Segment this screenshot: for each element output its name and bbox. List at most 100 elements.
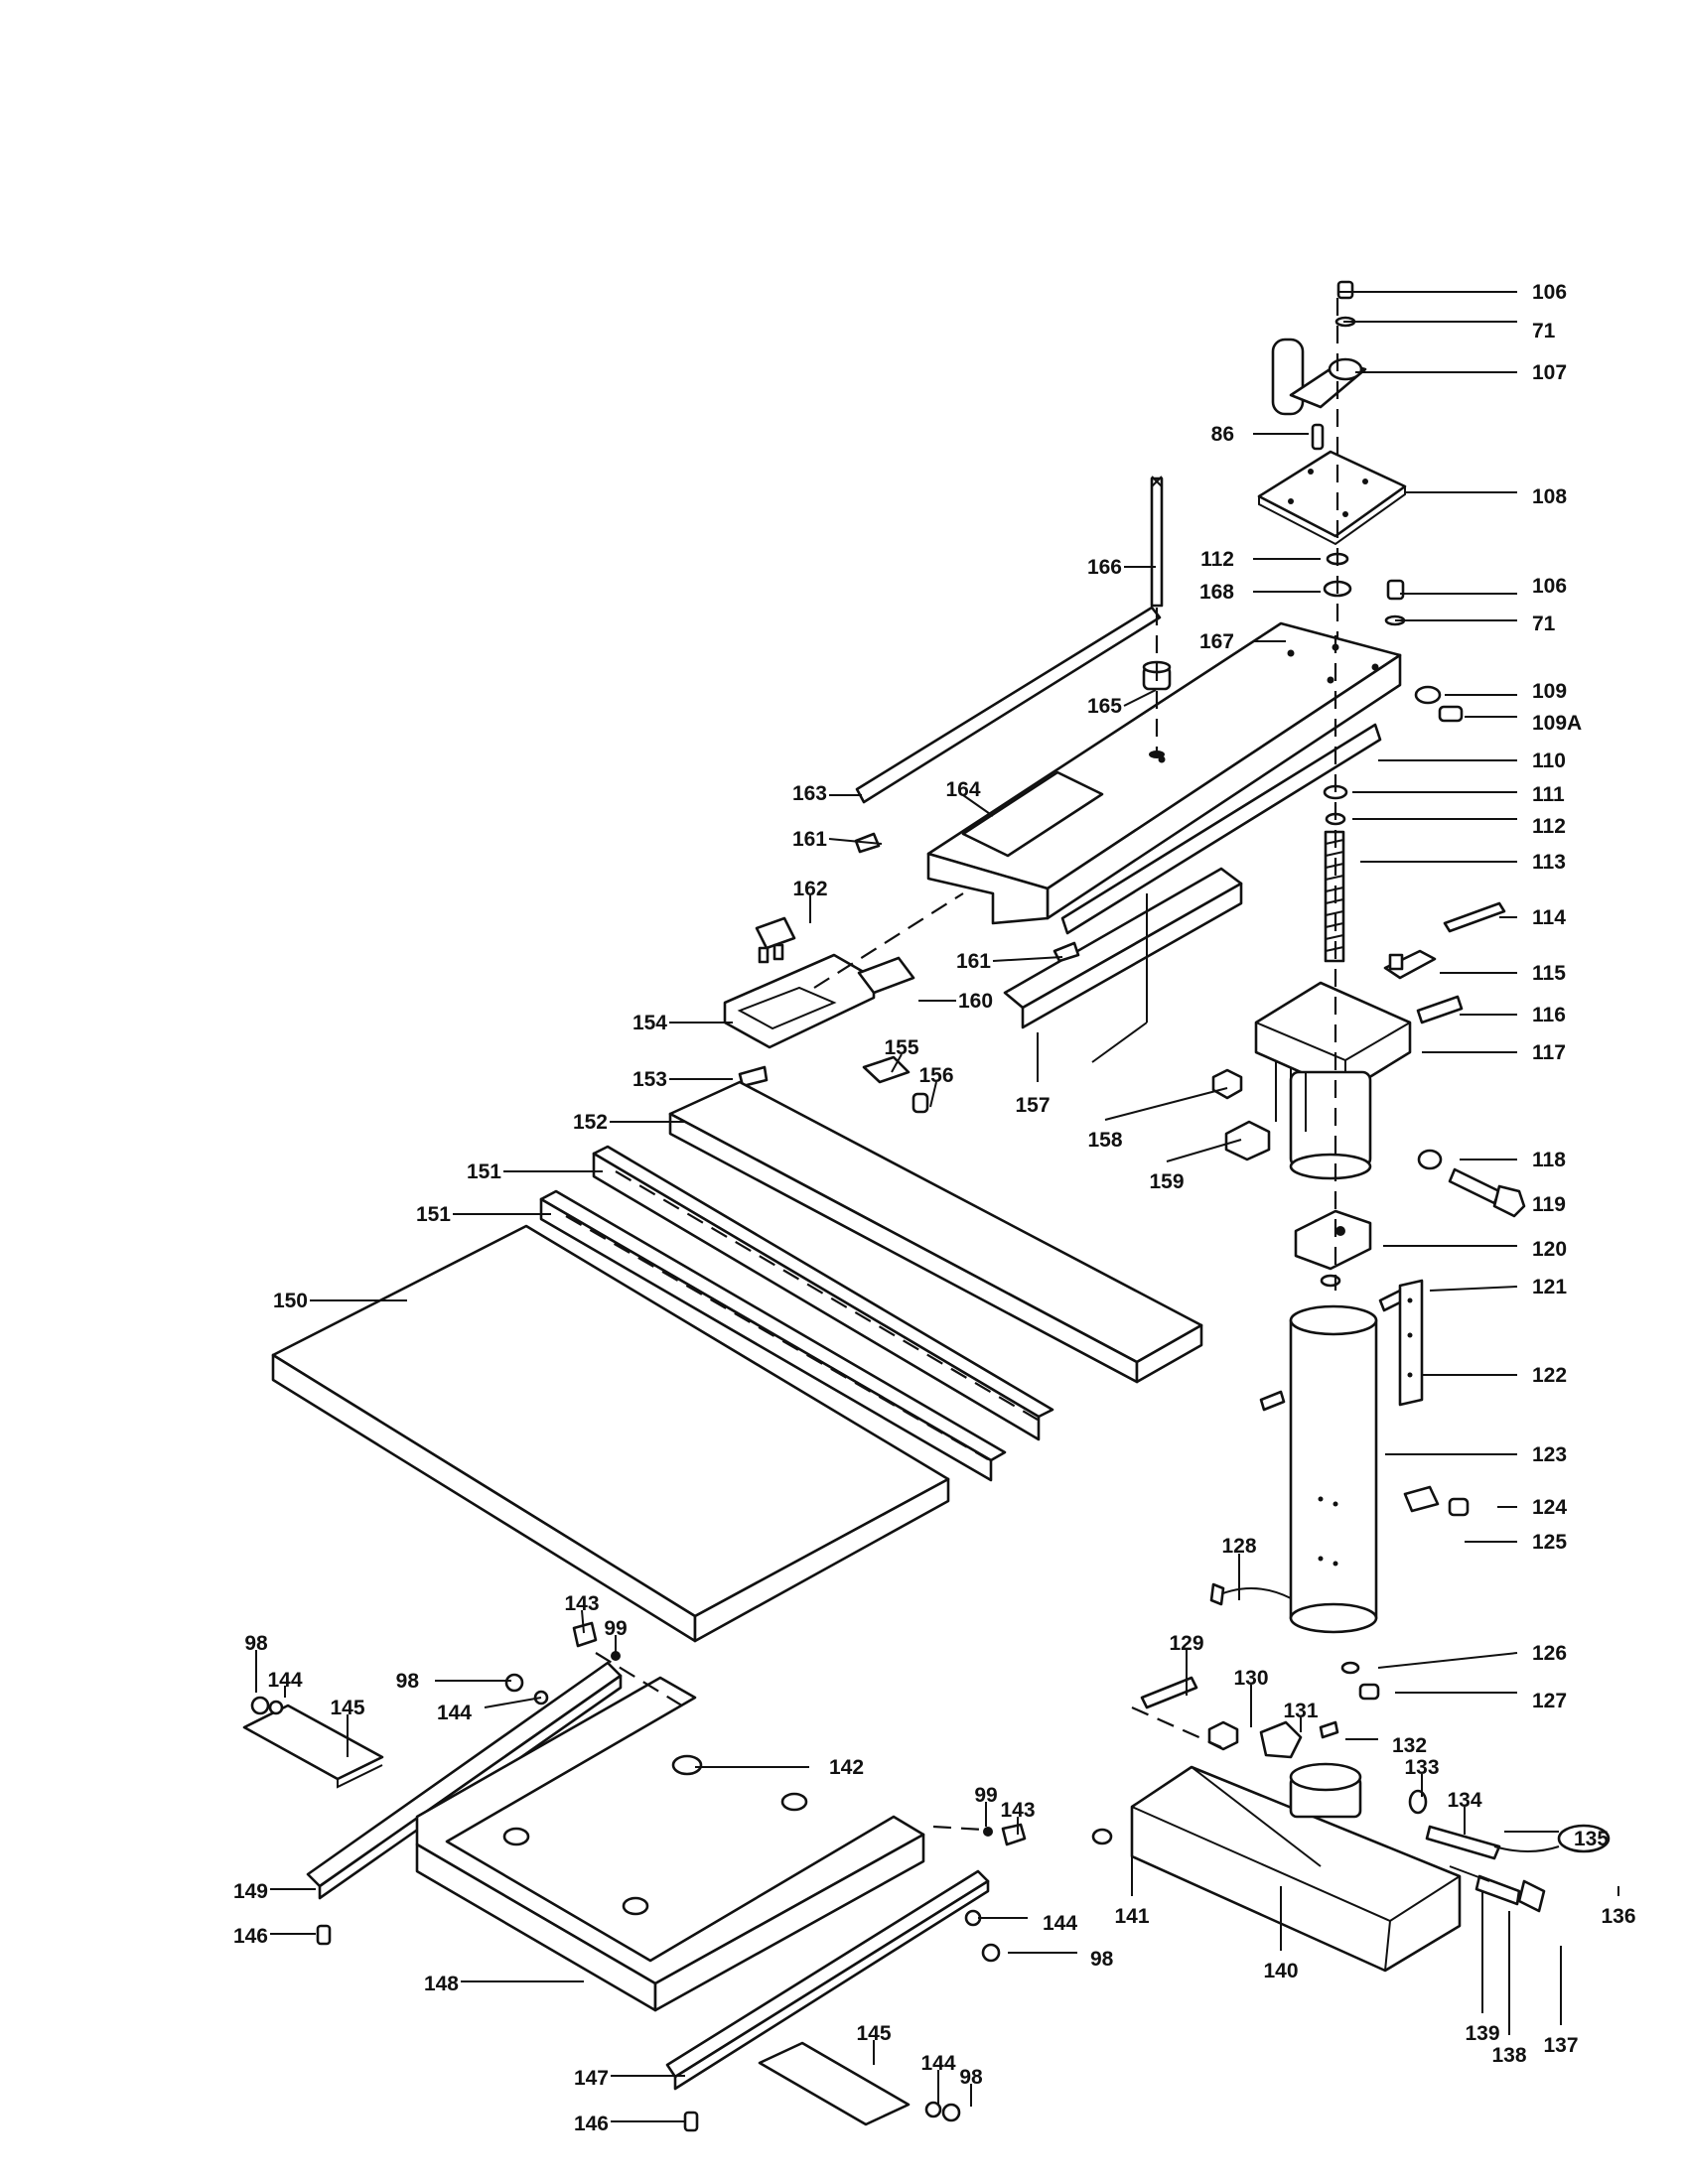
callout-label: 134 bbox=[1447, 1789, 1481, 1812]
callout-label: 147 bbox=[574, 2067, 609, 2090]
callout-119-38: 119 bbox=[1532, 1193, 1566, 1216]
callout-label: 129 bbox=[1169, 1632, 1203, 1655]
callout-142-61: 142 bbox=[695, 1756, 864, 1779]
callout-98-54: 98 bbox=[396, 1670, 511, 1693]
callout-label: 166 bbox=[1087, 556, 1122, 579]
callout-label: 127 bbox=[1532, 1690, 1567, 1712]
callout-167-10: 167 bbox=[1199, 630, 1286, 653]
callout-122-43: 122 bbox=[1422, 1364, 1567, 1387]
callout-label: 119 bbox=[1532, 1193, 1566, 1216]
callout-label: 112 bbox=[1532, 815, 1566, 838]
callout-label: 155 bbox=[884, 1036, 918, 1059]
callout-160-25: 160 bbox=[918, 990, 993, 1013]
leader-line bbox=[1104, 1087, 1228, 1121]
callout-label: 136 bbox=[1601, 1905, 1635, 1928]
callout-135-66: 135 bbox=[1504, 1828, 1609, 1850]
callout-111-17: 111 bbox=[1352, 783, 1565, 806]
callout-label: 144 bbox=[920, 2052, 955, 2075]
callout-147-81: 147 bbox=[574, 2067, 685, 2090]
callout-label: 130 bbox=[1233, 1667, 1268, 1690]
callout-153-31: 153 bbox=[632, 1068, 733, 1091]
callout-label: 148 bbox=[424, 1973, 459, 1995]
callout-label: 146 bbox=[574, 2113, 609, 2135]
callout-151-36: 151 bbox=[467, 1160, 603, 1183]
callout-145-76: 145 bbox=[856, 2022, 892, 2065]
callout-139-75: 139 bbox=[1465, 1891, 1500, 2045]
callout-label: 154 bbox=[632, 1012, 667, 1034]
leader-line bbox=[1123, 689, 1157, 707]
callout-label: 144 bbox=[437, 1702, 472, 1724]
callout-158-34: 158 bbox=[1087, 1087, 1228, 1152]
callout-161-19: 161 bbox=[792, 828, 883, 851]
callout-127-56: 127 bbox=[1395, 1690, 1567, 1712]
callout-112-5: 112 bbox=[1200, 548, 1321, 571]
callout-143-48: 143 bbox=[564, 1592, 600, 1634]
callout-label: 168 bbox=[1199, 581, 1234, 604]
leader-line bbox=[929, 1081, 937, 1108]
callout-133-62: 133 bbox=[1404, 1756, 1440, 1797]
callout-146-70: 146 bbox=[233, 1925, 316, 1948]
callout-label: 126 bbox=[1532, 1642, 1567, 1665]
callout-138-77: 138 bbox=[1491, 1911, 1527, 2067]
callout-152-33: 152 bbox=[573, 1111, 685, 1134]
callout-109A-13: 109A bbox=[1465, 712, 1582, 735]
callout-label: 146 bbox=[233, 1925, 268, 1948]
callout-136-69: 136 bbox=[1601, 1886, 1636, 1928]
callout-123-44: 123 bbox=[1385, 1443, 1567, 1466]
callout-label: 121 bbox=[1532, 1276, 1567, 1298]
callout-label: 151 bbox=[416, 1203, 451, 1226]
callout-71-1: 71 bbox=[1343, 320, 1556, 342]
callout-label: 122 bbox=[1532, 1364, 1567, 1387]
callout-116-27: 116 bbox=[1460, 1004, 1566, 1026]
leader-line bbox=[828, 838, 883, 845]
callout-label: 139 bbox=[1465, 2022, 1499, 2045]
callout-label: 131 bbox=[1283, 1700, 1318, 1722]
leader-line bbox=[1429, 1286, 1518, 1292]
callout-109-11: 109 bbox=[1445, 680, 1567, 703]
radial-arm bbox=[855, 476, 1464, 935]
callout-98-80: 98 bbox=[959, 2066, 983, 2107]
callout-label: 128 bbox=[1221, 1535, 1256, 1558]
callout-label: 98 bbox=[959, 2066, 983, 2089]
callout-99-63: 99 bbox=[974, 1784, 998, 1827]
callout-114-22: 114 bbox=[1499, 906, 1566, 929]
callout-label: 107 bbox=[1532, 361, 1567, 384]
callout-label: 164 bbox=[945, 778, 980, 801]
callout-144-53: 144 bbox=[267, 1669, 303, 1698]
callout-label: 161 bbox=[956, 950, 991, 973]
callout-98-50: 98 bbox=[244, 1632, 268, 1693]
callout-label: 151 bbox=[467, 1160, 501, 1183]
callout-label: 135 bbox=[1574, 1828, 1609, 1850]
callout-label: 108 bbox=[1532, 485, 1567, 508]
callout-134-65: 134 bbox=[1447, 1789, 1482, 1835]
callout-164-16: 164 bbox=[945, 778, 994, 817]
callout-99-49: 99 bbox=[604, 1617, 628, 1653]
callout-162-21: 162 bbox=[792, 878, 828, 923]
callout-label: 115 bbox=[1532, 962, 1566, 985]
callout-143-64: 143 bbox=[1000, 1799, 1036, 1835]
callout-label: 124 bbox=[1532, 1496, 1567, 1519]
frame-assembly bbox=[242, 1621, 1027, 2132]
callout-label: 145 bbox=[330, 1697, 364, 1719]
callout-label: 132 bbox=[1392, 1734, 1427, 1757]
callout-label: 161 bbox=[792, 828, 827, 851]
callout-label: 113 bbox=[1532, 851, 1566, 874]
callout-label: 158 bbox=[1087, 1129, 1122, 1152]
callout-label: 150 bbox=[273, 1290, 308, 1312]
callout-156-30: 156 bbox=[918, 1064, 954, 1108]
callout-label: 99 bbox=[604, 1617, 627, 1640]
callout-144-79: 144 bbox=[920, 2052, 956, 2105]
callout-label: 159 bbox=[1149, 1170, 1184, 1193]
callout-150-42: 150 bbox=[273, 1290, 407, 1312]
callout-145-57: 145 bbox=[330, 1697, 365, 1757]
callout-label: 86 bbox=[1211, 423, 1234, 446]
callout-label: 152 bbox=[573, 1111, 608, 1134]
callout-115-24: 115 bbox=[1440, 962, 1566, 985]
callout-label: 167 bbox=[1199, 630, 1234, 653]
base-casting bbox=[1091, 1676, 1611, 1973]
callout-149-67: 149 bbox=[233, 1880, 316, 1903]
callout-144-71: 144 bbox=[978, 1912, 1077, 1935]
callout-131-59: 131 bbox=[1283, 1700, 1319, 1732]
callout-label: 141 bbox=[1114, 1905, 1149, 1928]
